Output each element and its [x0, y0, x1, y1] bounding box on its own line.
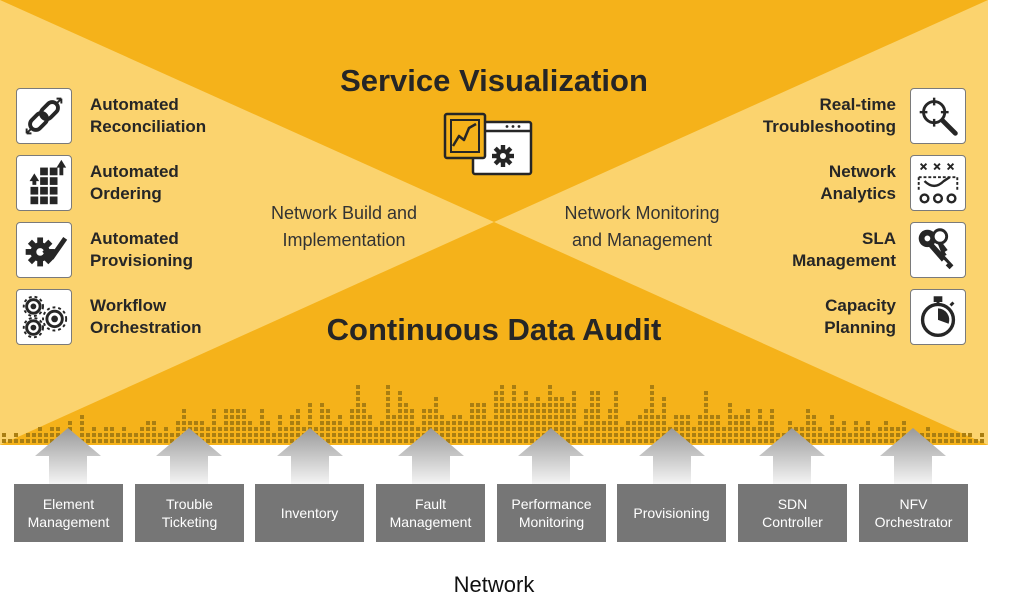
network-analytics-icon [910, 155, 966, 211]
workflow-orchestration-label: Workflow Orchestration [90, 296, 202, 337]
up-arrow [35, 428, 101, 484]
source-inventory: Inventory [255, 484, 364, 542]
gears-icon [16, 289, 72, 345]
source-performance-monitoring: Performance Monitoring [497, 484, 606, 542]
chain-link-icon [16, 88, 72, 144]
up-arrow [156, 428, 222, 484]
sla-management-label: SLA Management [792, 229, 896, 270]
gear-check-icon [16, 222, 72, 278]
network-build-label: Network Build and Implementation [270, 203, 418, 250]
continuous-data-audit-title: Continuous Data Audit [326, 312, 662, 347]
up-arrow [880, 428, 946, 484]
network-monitoring-label: Network Monitoring and Management [564, 203, 720, 250]
magnifier-target-icon [910, 88, 966, 144]
source-trouble-ticketing: Trouble Ticketing [135, 484, 244, 542]
up-arrow [518, 428, 584, 484]
bottom-triangle [0, 222, 988, 445]
network-label: Network [453, 572, 535, 597]
source-element-management: Element Management [14, 484, 123, 542]
automated-provisioning-label: Automated Provisioning [90, 229, 193, 270]
up-arrow [639, 428, 705, 484]
network-analytics-label: Network Analytics [820, 162, 896, 203]
top-triangle [0, 0, 988, 222]
dashboard-gear-icon [443, 112, 533, 176]
upward-arrows [35, 428, 946, 484]
up-arrow [398, 428, 464, 484]
real-time-troubleshooting-label: Real-time Troubleshooting [762, 95, 896, 136]
automated-reconciliation-label: Automated Reconciliation [90, 95, 207, 136]
up-arrow [759, 428, 825, 484]
blocks-ordering-icon [16, 155, 72, 211]
source-fault-management: Fault Management [376, 484, 485, 542]
source-provisioning: Provisioning [617, 484, 726, 542]
source-nfv-orchestrator: NFV Orchestrator [859, 484, 968, 542]
source-sdn-controller: SDN Controller [738, 484, 847, 542]
capacity-planning-label: Capacity Planning [824, 296, 896, 337]
service-visualization-title: Service Visualization [340, 63, 648, 98]
stopwatch-icon [910, 289, 966, 345]
keys-icon [910, 222, 966, 278]
up-arrow [277, 428, 343, 484]
automated-ordering-label: Automated Ordering [90, 162, 179, 203]
